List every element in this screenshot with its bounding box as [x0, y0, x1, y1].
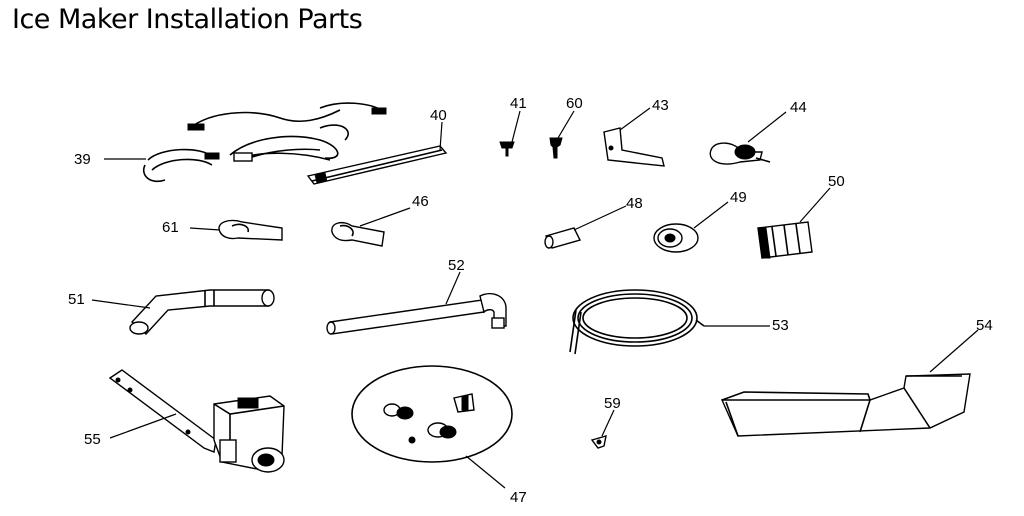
part-54-ice-bin[interactable]	[720, 373, 971, 437]
label-47: 47	[510, 489, 527, 506]
part-43-bracket[interactable]	[603, 127, 665, 167]
label-59: 59	[604, 395, 621, 412]
part-50-foam-pads[interactable]	[757, 221, 813, 259]
part-59-screw[interactable]	[590, 435, 607, 449]
part-46-clip[interactable]	[331, 221, 385, 247]
part-51-elbow-tube[interactable]	[129, 289, 275, 335]
label-55: 55	[84, 431, 101, 448]
label-43: 43	[652, 97, 669, 114]
part-40-mounting-strip[interactable]	[306, 145, 448, 185]
label-61: 61	[162, 219, 179, 236]
label-60: 60	[566, 95, 583, 112]
label-49: 49	[730, 189, 747, 206]
part-47-hardware-kit[interactable]	[351, 365, 513, 463]
label-53: 53	[772, 317, 789, 334]
label-44: 44	[790, 99, 807, 116]
label-41: 41	[510, 95, 527, 112]
part-48-sleeve[interactable]	[544, 227, 582, 249]
label-50: 50	[828, 173, 845, 190]
part-44-clamp[interactable]	[709, 142, 771, 165]
label-39: 39	[74, 151, 91, 168]
label-48: 48	[626, 195, 643, 212]
part-53-coiled-tubing[interactable]	[569, 289, 705, 355]
label-54: 54	[976, 317, 993, 334]
part-60-screw[interactable]	[549, 137, 563, 159]
label-52: 52	[448, 257, 465, 274]
diagram-title: Ice Maker Installation Parts	[12, 4, 363, 35]
leader-lines	[91, 107, 979, 489]
part-39-wire-harness[interactable]	[143, 102, 387, 183]
part-labels: 39 40 41 60 43 44 61 46 48 49 50 51 52 5…	[68, 95, 993, 506]
label-40: 40	[430, 107, 447, 124]
part-61-clip[interactable]	[218, 219, 283, 241]
part-52-fill-tube[interactable]	[326, 292, 507, 335]
part-41-screw[interactable]	[499, 141, 515, 157]
part-55-water-valve[interactable]	[108, 369, 285, 473]
label-51: 51	[68, 291, 85, 308]
label-46: 46	[412, 193, 429, 210]
part-49-grommet[interactable]	[653, 223, 699, 253]
